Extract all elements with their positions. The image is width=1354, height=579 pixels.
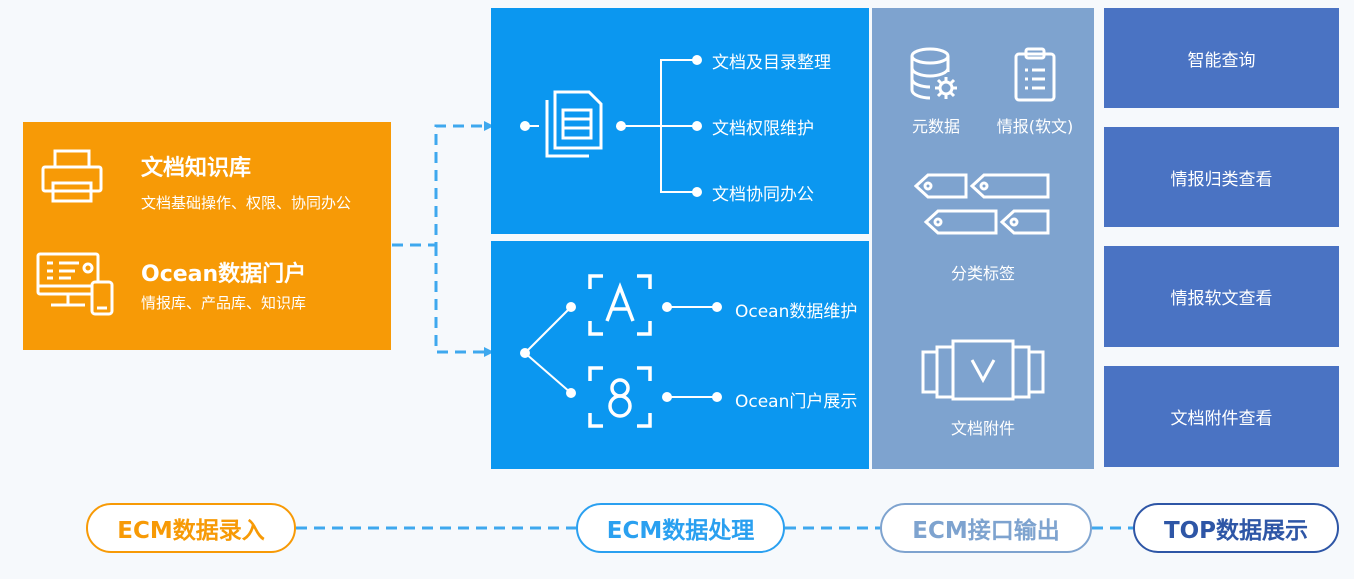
stage-ecm-process: ECM数据处理	[576, 503, 785, 553]
doc-branch-lines	[520, 55, 702, 197]
kb-desc: 文档基础操作、权限、协同办公	[141, 194, 352, 212]
ocean-item-display: Ocean门户展示	[735, 392, 858, 412]
portal-desc: 情报库、产品库、知识库	[141, 294, 307, 312]
doc-item-organize: 文档及目录整理	[712, 53, 831, 73]
stage-ecm-output: ECM接口输出	[880, 503, 1092, 553]
ocean-item-maintain: Ocean数据维护	[735, 302, 858, 322]
attachment-icon	[920, 338, 1046, 402]
portal-title: Ocean数据门户	[141, 262, 307, 287]
clipboard-icon	[1013, 46, 1057, 102]
tags-label: 分类标签	[950, 264, 1015, 283]
printer-icon	[39, 148, 105, 204]
display-intel-article: 情报软文查看	[1104, 246, 1339, 347]
ocean-processing-panel: Ocean数据维护 Ocean门户展示	[491, 241, 869, 469]
letter-a-scan-icon	[587, 273, 653, 337]
interface-output-panel: 元数据 情报(软文) 分类标签	[872, 8, 1094, 469]
doc-item-permission: 文档权限维护	[712, 119, 814, 139]
stage-ecm-input: ECM数据录入	[86, 503, 296, 553]
kb-title: 文档知识库	[141, 156, 252, 181]
stage-top-display: TOP数据展示	[1133, 503, 1339, 553]
display-intel-category: 情报归类查看	[1104, 127, 1339, 227]
display-smart-query: 智能查询	[1104, 8, 1339, 108]
display-doc-attachment: 文档附件查看	[1104, 366, 1339, 467]
doc-processing-panel: 文档及目录整理 文档权限维护 文档协同办公	[491, 8, 869, 234]
tags-icon	[914, 172, 1052, 248]
data-source-card: 文档知识库 文档基础操作、权限、协同办公 Ocean数据门户 情报库、产品库、知…	[23, 122, 391, 350]
attachments-label: 文档附件	[950, 419, 1015, 438]
document-icon	[543, 88, 607, 160]
database-gear-icon	[908, 46, 960, 104]
monitor-phone-icon	[35, 250, 115, 316]
number-8-scan-icon	[587, 365, 653, 429]
ocean-branch-lines	[520, 302, 722, 402]
metadata-label: 元数据	[911, 117, 960, 136]
doc-item-collab: 文档协同办公	[712, 185, 814, 205]
intel-label: 情报(软文)	[996, 117, 1074, 136]
